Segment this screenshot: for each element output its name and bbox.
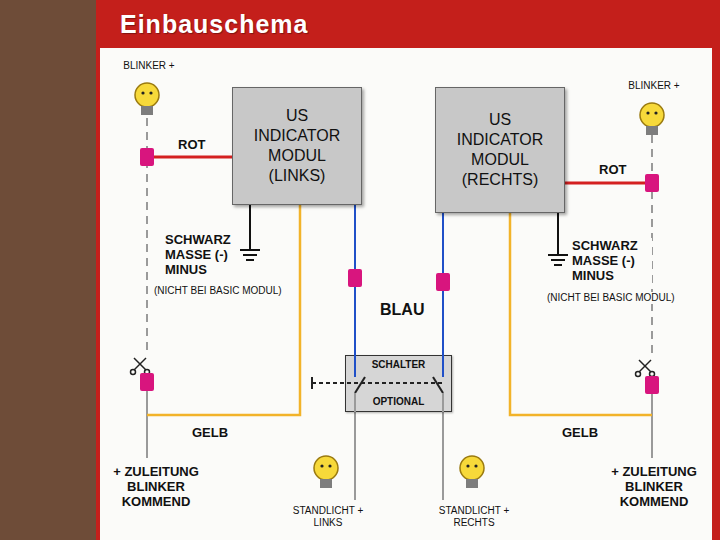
parking-light-wire <box>354 412 356 500</box>
ground-symbol <box>240 249 260 251</box>
bulb-eye <box>328 464 331 467</box>
crimp-connector <box>645 174 659 192</box>
bulb-eye <box>149 91 152 94</box>
wire-label: ROT <box>176 137 207 153</box>
bulb-icon <box>314 456 338 488</box>
ground-symbol <box>551 259 565 261</box>
wire-label: STANDLICHT + LINKS <box>284 505 372 529</box>
bulb-eye <box>474 464 477 467</box>
bulb-glass <box>460 456 484 480</box>
ground-wire <box>557 213 559 255</box>
wire-label: + ZULEITUNG BLINKER KOMMEND <box>600 464 708 509</box>
wire-label: STANDLICHT + RECHTS <box>430 505 518 529</box>
scissors-icon <box>636 360 655 377</box>
module-box: US INDICATOR MODUL (LINKS) <box>232 87 362 205</box>
bulb-eye <box>646 111 649 114</box>
bulb-base <box>320 479 332 488</box>
ground-symbol <box>243 254 257 256</box>
bulb-glass <box>640 103 664 127</box>
bulb-base <box>466 479 478 488</box>
parking-light-wire <box>442 412 444 500</box>
scissors-handle <box>636 372 641 377</box>
ground-symbol <box>246 259 254 261</box>
red-frame <box>96 0 720 540</box>
wire-label: BLAU <box>378 300 426 319</box>
switch-line <box>354 393 356 412</box>
switch-line <box>354 355 356 377</box>
node-text: US INDICATOR MODUL (LINKS) <box>243 106 351 186</box>
module-box: US INDICATOR MODUL (RECHTS) <box>435 87 565 213</box>
bulb-icon <box>460 456 484 488</box>
wire-label: (NICHT BEI BASIC MODUL) <box>152 285 284 297</box>
bulb-icon <box>640 103 664 135</box>
switch-line <box>312 382 443 384</box>
scissors-handle <box>131 370 136 375</box>
crimp-connector <box>645 376 659 394</box>
crimp-connector <box>348 269 362 287</box>
node-text: OPTIONAL <box>373 396 425 408</box>
node-text: SCHALTER <box>372 359 426 371</box>
diagram-title: Einbauschema <box>120 10 308 39</box>
wire-label: BLINKER + <box>117 60 181 72</box>
bulb-base <box>646 126 658 135</box>
bulb-icon <box>135 83 159 115</box>
ground-wire <box>249 205 251 250</box>
scissors-blade <box>639 360 651 372</box>
wire-label: SCHWARZ MASSE (-) MINUS <box>570 238 652 283</box>
switch-box: SCHALTER OPTIONAL <box>345 355 452 412</box>
crimp-connector <box>140 148 154 166</box>
bulb-eye <box>320 464 323 467</box>
scissors-icon <box>131 358 150 375</box>
bulb-glass <box>314 456 338 480</box>
scissors-blade <box>134 358 146 370</box>
crimp-connector <box>436 273 450 291</box>
bulb-eye <box>654 111 657 114</box>
yellow-wire <box>147 205 300 415</box>
yellow-wire <box>510 213 652 415</box>
ground-symbol <box>548 254 568 256</box>
wire-label: GELB <box>560 425 600 441</box>
node-text: US INDICATOR MODUL (RECHTS) <box>446 110 554 190</box>
switch-line <box>355 377 365 393</box>
red-wire <box>152 156 232 159</box>
scissors-handle <box>650 372 655 377</box>
wire-label: BLINKER + <box>622 80 686 92</box>
ground-symbol <box>554 264 562 266</box>
bulb-eye <box>466 464 469 467</box>
wire-label: ROT <box>597 162 628 178</box>
switch-line <box>442 355 444 377</box>
switch-line <box>442 393 444 412</box>
bulb-eye <box>141 91 144 94</box>
bulb-base <box>141 106 153 115</box>
wire-label: GELB <box>190 425 230 441</box>
wire-label: + ZULEITUNG BLINKER KOMMEND <box>102 464 210 509</box>
scissors-blade <box>134 358 146 370</box>
red-wire <box>565 182 648 185</box>
bulb-glass <box>135 83 159 107</box>
wire-label: SCHWARZ MASSE (-) MINUS <box>163 232 239 277</box>
wire-label: (NICHT BEI BASIC MODUL) <box>545 292 677 304</box>
crimp-connector <box>140 373 154 391</box>
switch-line <box>433 377 443 393</box>
scissors-blade <box>639 360 651 372</box>
white-panel <box>100 48 712 540</box>
